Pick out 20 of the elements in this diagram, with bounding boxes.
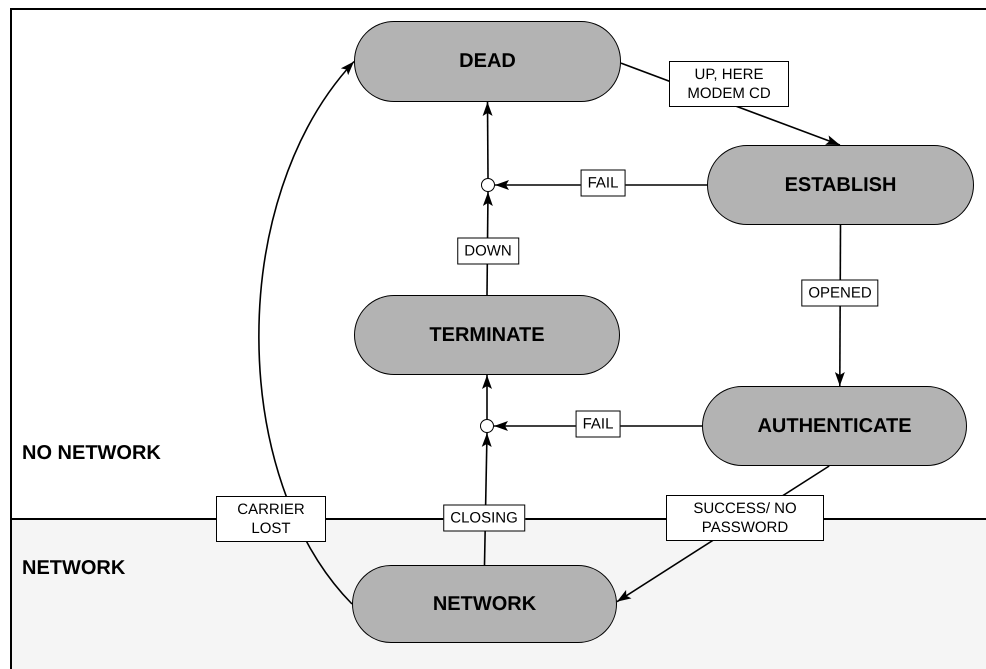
edge-label: OPENED [801, 280, 879, 306]
region-label: NO NETWORK [22, 442, 161, 465]
edge-label: FAIL [576, 410, 620, 438]
state-box: ESTABLISH [707, 145, 974, 225]
edge-label: UP, HERE MODEM CD [669, 61, 789, 107]
state-box: NETWORK [352, 565, 617, 643]
edge-label: DOWN [457, 238, 519, 264]
state-box: DEAD [354, 21, 621, 102]
state-box: AUTHENTICATE [702, 386, 967, 466]
arrow [482, 102, 493, 178]
region-label: NETWORK [22, 557, 126, 580]
arrow [482, 375, 492, 419]
edge-label: FAIL [580, 170, 626, 196]
arrow [258, 61, 355, 604]
state-box: TERMINATE [354, 295, 620, 375]
edge-label: CARRIER LOST [216, 496, 326, 542]
edge-label: CLOSING [443, 504, 525, 532]
junction-circle [481, 178, 495, 192]
junction-circle [480, 419, 494, 433]
edge-label: SUCCESS/ NO PASSWORD [666, 495, 824, 541]
